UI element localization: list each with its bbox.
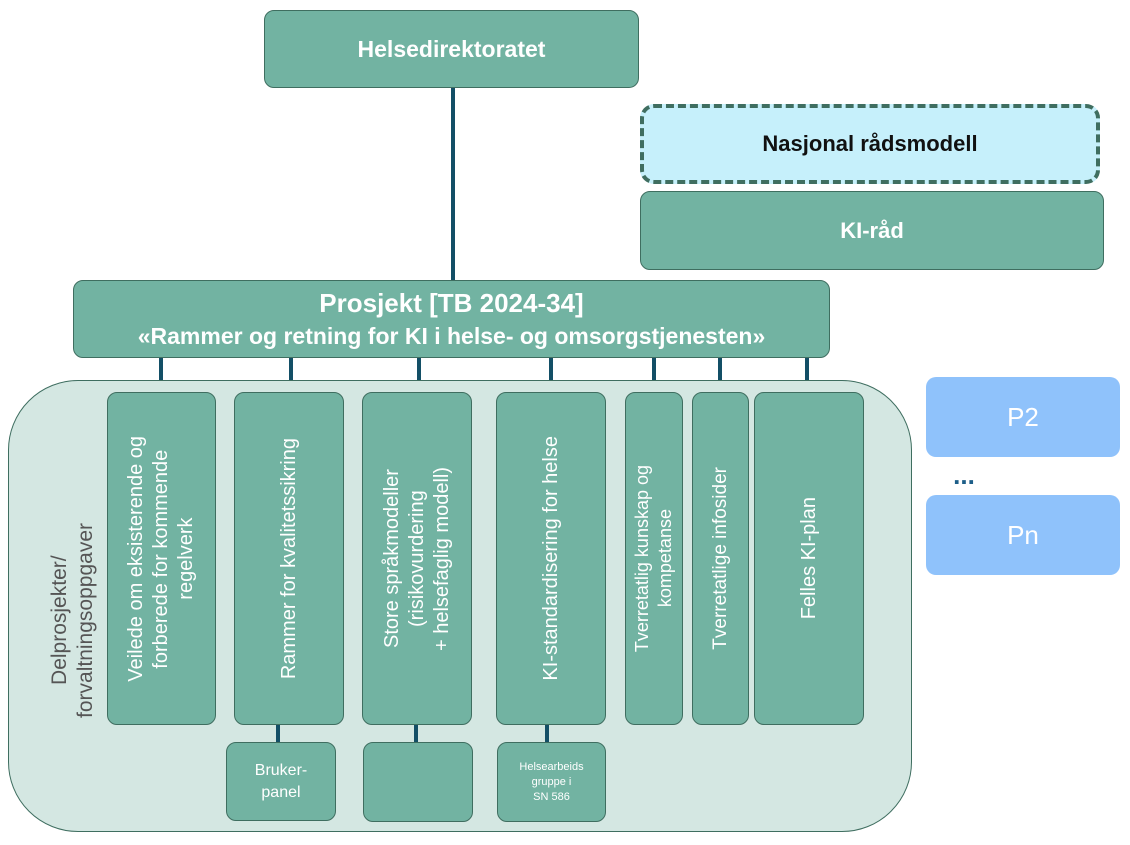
subproject-felles-ki-plan: Felles KI-plan xyxy=(754,392,864,725)
connector-sub-5 xyxy=(652,356,656,394)
helsedirektoratet-label: Helsedirektoratet xyxy=(357,35,546,62)
connector-sub-3 xyxy=(417,356,421,394)
helsearbeidsgruppe-box: Helsearbeids gruppe i SN 586 xyxy=(497,742,606,822)
helsearbeidsgruppe-label: Helsearbeids gruppe i SN 586 xyxy=(519,760,584,803)
subproject-tverretatlige-infosider: Tverretatlige infosider xyxy=(692,392,749,725)
project-p2-box: P2 xyxy=(926,377,1120,457)
project-pn-label: Pn xyxy=(1007,519,1039,550)
connector-empty-box xyxy=(414,725,418,742)
brukerpanel-label: Bruker- panel xyxy=(254,761,308,801)
ellipsis-text: ... xyxy=(953,460,975,490)
connector-top-project xyxy=(451,88,455,282)
subproject-store-sprakmodeller: Store språkmodeller (risikovurdering + h… xyxy=(362,392,472,725)
subproject-label: KI-standardisering for helse xyxy=(539,436,562,681)
brukerpanel-box: Bruker- panel xyxy=(226,742,336,821)
ki-rad-box: KI-råd xyxy=(640,191,1104,270)
connector-sub-4 xyxy=(549,356,553,394)
connector-sub-1 xyxy=(159,356,163,394)
subproject-label: Felles KI-plan xyxy=(797,497,820,620)
project-p2-label: P2 xyxy=(1007,401,1039,432)
connector-sub-7 xyxy=(805,356,809,394)
subproject-label: Tverretatlige infosider xyxy=(710,467,731,650)
nasjonal-radsmodell-label: Nasjonal rådsmodell xyxy=(762,131,978,156)
helsedirektoratet-box: Helsedirektoratet xyxy=(264,10,639,88)
project-box: Prosjekt [TB 2024-34] «Rammer og retning… xyxy=(73,280,830,358)
group-label-text: Delprosjekter/ forvaltningsoppgaver xyxy=(48,522,97,718)
subproject-label: Rammer for kvalitetssikring xyxy=(277,437,300,680)
connector-sub-2 xyxy=(289,356,293,394)
project-pn-box: Pn xyxy=(926,495,1120,575)
subproject-label: Tverretatlig kunskap og kompetanse xyxy=(632,464,675,653)
project-subtitle: «Rammer og retning for KI i helse- og om… xyxy=(137,323,766,349)
connector-brukerpanel xyxy=(276,725,280,742)
project-title: Prosjekt [TB 2024-34] xyxy=(319,288,584,318)
subproject-ki-standardisering: KI-standardisering for helse xyxy=(496,392,606,725)
empty-sub-box xyxy=(363,742,473,822)
subproject-label: Store språkmodeller (risikovurdering + h… xyxy=(380,466,453,651)
ellipsis-dots: ... xyxy=(944,460,984,490)
subproject-label: Veilede om eksisterende og forberede for… xyxy=(125,435,197,682)
nasjonal-radsmodell-box: Nasjonal rådsmodell xyxy=(640,104,1100,184)
ki-rad-label: KI-råd xyxy=(840,217,904,243)
connector-sub-6 xyxy=(718,356,722,394)
connector-helsearbeidsgruppe xyxy=(545,725,549,742)
subproject-veilede-regelverk: Veilede om eksisterende og forberede for… xyxy=(107,392,216,725)
subproject-rammer-kvalitetssikring: Rammer for kvalitetssikring xyxy=(234,392,344,725)
subproject-tverretatlig-kunnskap: Tverretatlig kunskap og kompetanse xyxy=(625,392,683,725)
group-label: Delprosjekter/ forvaltningsoppgaver xyxy=(36,480,110,760)
